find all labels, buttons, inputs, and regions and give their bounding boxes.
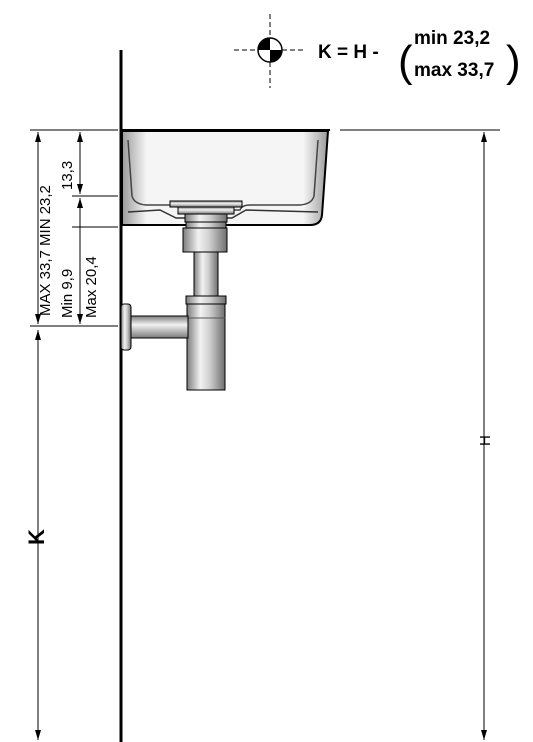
formula-close-paren: ) bbox=[506, 37, 521, 86]
label-h: H bbox=[477, 435, 494, 446]
formula-lhs: K = H - bbox=[318, 42, 379, 63]
formula-open-paren: ( bbox=[398, 37, 413, 86]
label-min-drop: Min 9,9 bbox=[59, 269, 76, 318]
label-max-drop: Max 20,4 bbox=[83, 256, 100, 318]
label-basin-depth: 13,3 bbox=[59, 161, 76, 190]
label-max-min-total: MAX 33,7 MIN 23,2 bbox=[37, 185, 54, 316]
label-k: K bbox=[24, 529, 49, 545]
formula-max: max 33,7 bbox=[414, 60, 494, 81]
dimension-basin-depth: 13,3 bbox=[59, 132, 118, 197]
dimension-total-drop: MAX 33,7 MIN 23,2 bbox=[30, 129, 118, 327]
dimension-trap-drop: Min 9,9 Max 20,4 bbox=[59, 198, 118, 324]
height-formula: K = H - ( min 23,2 max 33,7 ) bbox=[318, 28, 521, 86]
bottle-trap bbox=[120, 227, 228, 391]
dimension-h: H bbox=[340, 129, 500, 740]
formula-min: min 23,2 bbox=[414, 28, 490, 49]
waste-fitting bbox=[169, 200, 243, 233]
dimension-k: K bbox=[24, 330, 49, 740]
center-of-gravity-icon bbox=[234, 14, 306, 88]
